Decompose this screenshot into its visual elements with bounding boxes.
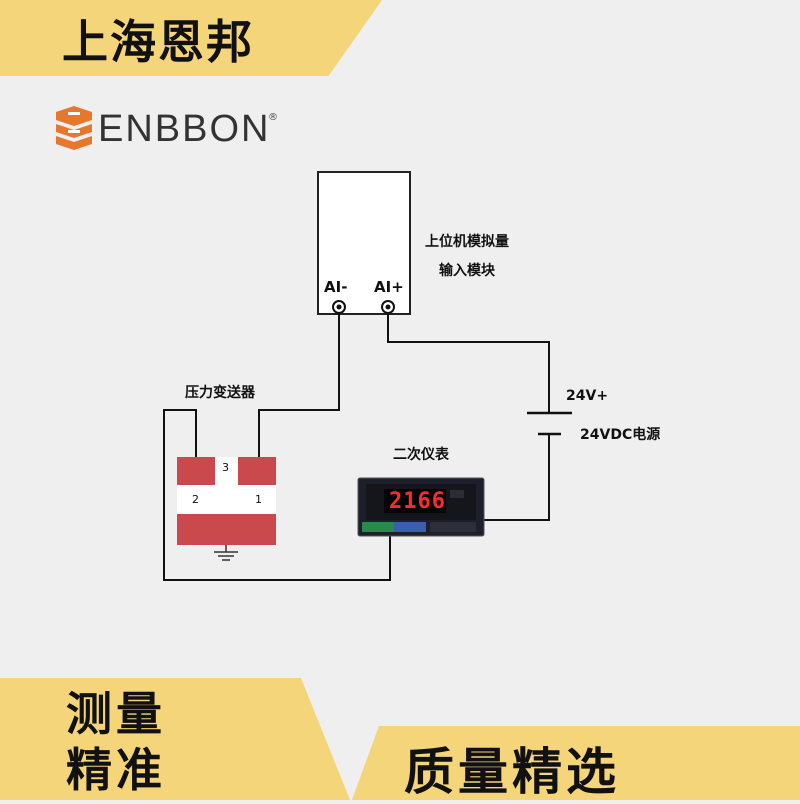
meter-reading: 2166 — [389, 489, 446, 514]
footer-right-banner: 质量精选 — [352, 726, 800, 800]
enbbon-logo-icon — [56, 106, 92, 150]
terminal-1-label: 1 — [255, 493, 262, 506]
ai-minus-label: AI- — [324, 278, 348, 296]
ai-minus-terminal-dot — [336, 304, 342, 310]
transmitter-label: 压力变送器 — [185, 385, 255, 401]
footer-left-line1: 测量 — [66, 687, 166, 741]
wire-transmitter-to-meter — [163, 409, 391, 581]
terminal-3-label: 3 — [222, 461, 229, 474]
footer-left-line2: 精准 — [66, 743, 166, 797]
footer-slogan: 质量精选 — [404, 743, 620, 801]
pressure-transmitter — [177, 457, 276, 545]
wire-ai-minus — [258, 313, 340, 458]
analog-input-module — [317, 171, 411, 315]
module-label-line1: 上位机模拟量 — [425, 234, 509, 250]
meter-label: 二次仪表 — [393, 447, 449, 463]
brand-name: ENBBON — [98, 108, 271, 150]
registered-mark: ® — [268, 112, 278, 123]
terminal-2-label: 2 — [192, 493, 199, 506]
wire-ai-plus — [387, 313, 550, 413]
module-label-line2: 输入模块 — [439, 263, 495, 279]
footer-left-banner: 测量 精准 — [0, 678, 350, 800]
ai-plus-label: AI+ — [374, 278, 404, 296]
power-supply-label: 24VDC电源 — [580, 427, 661, 443]
top-banner: 上海恩邦 — [0, 0, 382, 76]
company-name-chinese: 上海恩邦 — [62, 15, 254, 69]
secondary-meter — [357, 477, 485, 537]
ai-plus-terminal-dot — [385, 304, 391, 310]
wire-power-to-meter — [484, 434, 550, 521]
power-plus-label: 24V+ — [566, 388, 609, 404]
